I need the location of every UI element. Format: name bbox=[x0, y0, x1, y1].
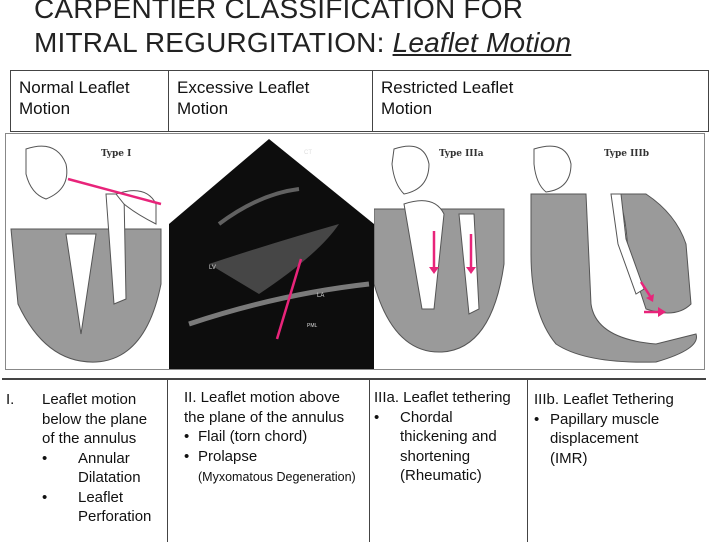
header-normal-line2: Motion bbox=[19, 99, 71, 118]
iiib-line3: (IMR) bbox=[550, 449, 588, 467]
header-normal: Normal Leaflet Motion bbox=[11, 71, 169, 131]
type-i-numeral: I. bbox=[6, 391, 15, 408]
header-restricted-line1: Restricted Leaflet bbox=[381, 78, 514, 97]
slide-title: CARPENTIER CLASSIFICATION FOR MITRAL REG… bbox=[34, 0, 571, 60]
type-iiia-diagram: Type IIIa bbox=[374, 145, 505, 353]
header-restricted-line2: Motion bbox=[381, 99, 433, 118]
flail-text: Flail (torn chord) bbox=[198, 428, 308, 445]
type-i-description: Leaflet motion below the plane of the an… bbox=[42, 390, 163, 527]
header-table: Normal Leaflet Motion Excessive Leaflet … bbox=[10, 70, 709, 132]
header-normal-line1: Normal Leaflet bbox=[19, 78, 130, 97]
type-ii-desc-line1: II. Leaflet motion above bbox=[184, 389, 340, 406]
iiib-line2: displacement bbox=[550, 430, 639, 447]
type-iiia-column: IIIa. Leaflet tethering • Chordal thicke… bbox=[370, 380, 528, 542]
header-excessive: Excessive Leaflet Motion bbox=[169, 71, 373, 131]
type-iiib-label: Type IIIb bbox=[604, 149, 649, 159]
echo-pml-label: PML bbox=[307, 323, 318, 329]
perforation-line2: Perforation bbox=[78, 508, 152, 525]
header-excessive-line2: Motion bbox=[177, 99, 229, 118]
echo-lv-label: LV bbox=[209, 265, 216, 271]
iiib-line1: Papillary muscle bbox=[550, 410, 660, 428]
title-prefix: MITRAL REGURGITATION: bbox=[34, 27, 393, 58]
type-iiib-heading: IIIb. Leaflet Tethering bbox=[534, 391, 674, 408]
type-ii-desc-line2: the plane of the annulus bbox=[184, 408, 345, 426]
type-iiib-diagram: Type IIIb bbox=[530, 145, 697, 363]
classification-table: I. Leaflet motion below the plane of the… bbox=[2, 378, 706, 542]
iiia-line2: thickening and bbox=[400, 428, 497, 445]
type-ii-note: (Myxomatous Degeneration) bbox=[198, 470, 356, 484]
annular-line1: Annular bbox=[78, 449, 130, 467]
title-line-1: CARPENTIER CLASSIFICATION FOR bbox=[34, 0, 524, 24]
iiia-line4: (Rheumatic) bbox=[400, 467, 482, 484]
type-i-desc-line2: below the plane bbox=[42, 410, 148, 428]
bullet-mark: • bbox=[184, 447, 190, 465]
type-i-bullet-annular: • Annular Dilatation bbox=[42, 449, 163, 488]
header-restricted: Restricted Leaflet Motion bbox=[373, 71, 708, 131]
type-i-desc-line3: of the annulus bbox=[42, 430, 137, 447]
bullet-mark: • bbox=[42, 449, 48, 467]
type-iiia-heading: IIIa. Leaflet tethering bbox=[374, 389, 511, 406]
annular-line2: Dilatation bbox=[78, 469, 141, 486]
type-ii-bullet-prolapse: • Prolapse bbox=[184, 447, 365, 467]
iiia-line3: shortening bbox=[400, 447, 471, 465]
echo-la-label: LA bbox=[317, 293, 324, 299]
iiia-line1: Chordal bbox=[400, 408, 453, 426]
type-ii-column: II. Leaflet motion above the plane of th… bbox=[168, 380, 370, 542]
type-i-desc-line1: Leaflet motion bbox=[42, 391, 137, 408]
type-i-label: Type I bbox=[101, 149, 131, 159]
type-iiib-bullet: • Papillary muscle displacement (IMR) bbox=[534, 410, 702, 469]
figure-strip: Type I CT LV LA PML Type IIIa Type IIIb bbox=[5, 133, 705, 370]
title-line-2: MITRAL REGURGITATION: Leaflet Motion bbox=[34, 26, 571, 60]
echo-top-label: CT bbox=[304, 150, 312, 156]
type-i-bullet-perforation: • Leaflet Perforation bbox=[42, 488, 163, 527]
echocardiogram-image: CT LV LA PML bbox=[169, 134, 374, 369]
bullet-mark: • bbox=[534, 410, 540, 428]
type-iiia-bullet: • Chordal thickening and shortening (Rhe… bbox=[374, 408, 523, 486]
type-i-diagram: Type I bbox=[10, 145, 162, 363]
bullet-mark: • bbox=[374, 408, 380, 426]
type-i-column: I. Leaflet motion below the plane of the… bbox=[2, 380, 168, 542]
prolapse-text: Prolapse bbox=[198, 447, 258, 465]
title-emphasis: Leaflet Motion bbox=[392, 27, 572, 58]
bullet-mark: • bbox=[184, 428, 190, 445]
header-excessive-line1: Excessive Leaflet bbox=[177, 78, 310, 97]
bullet-mark: • bbox=[42, 488, 48, 506]
perforation-line1: Leaflet bbox=[78, 488, 124, 506]
type-ii-bullet-flail: • Flail (torn chord) bbox=[184, 427, 365, 447]
type-iiib-column: IIIb. Leaflet Tethering • Papillary musc… bbox=[528, 380, 706, 542]
type-iiia-label: Type IIIa bbox=[439, 149, 484, 159]
